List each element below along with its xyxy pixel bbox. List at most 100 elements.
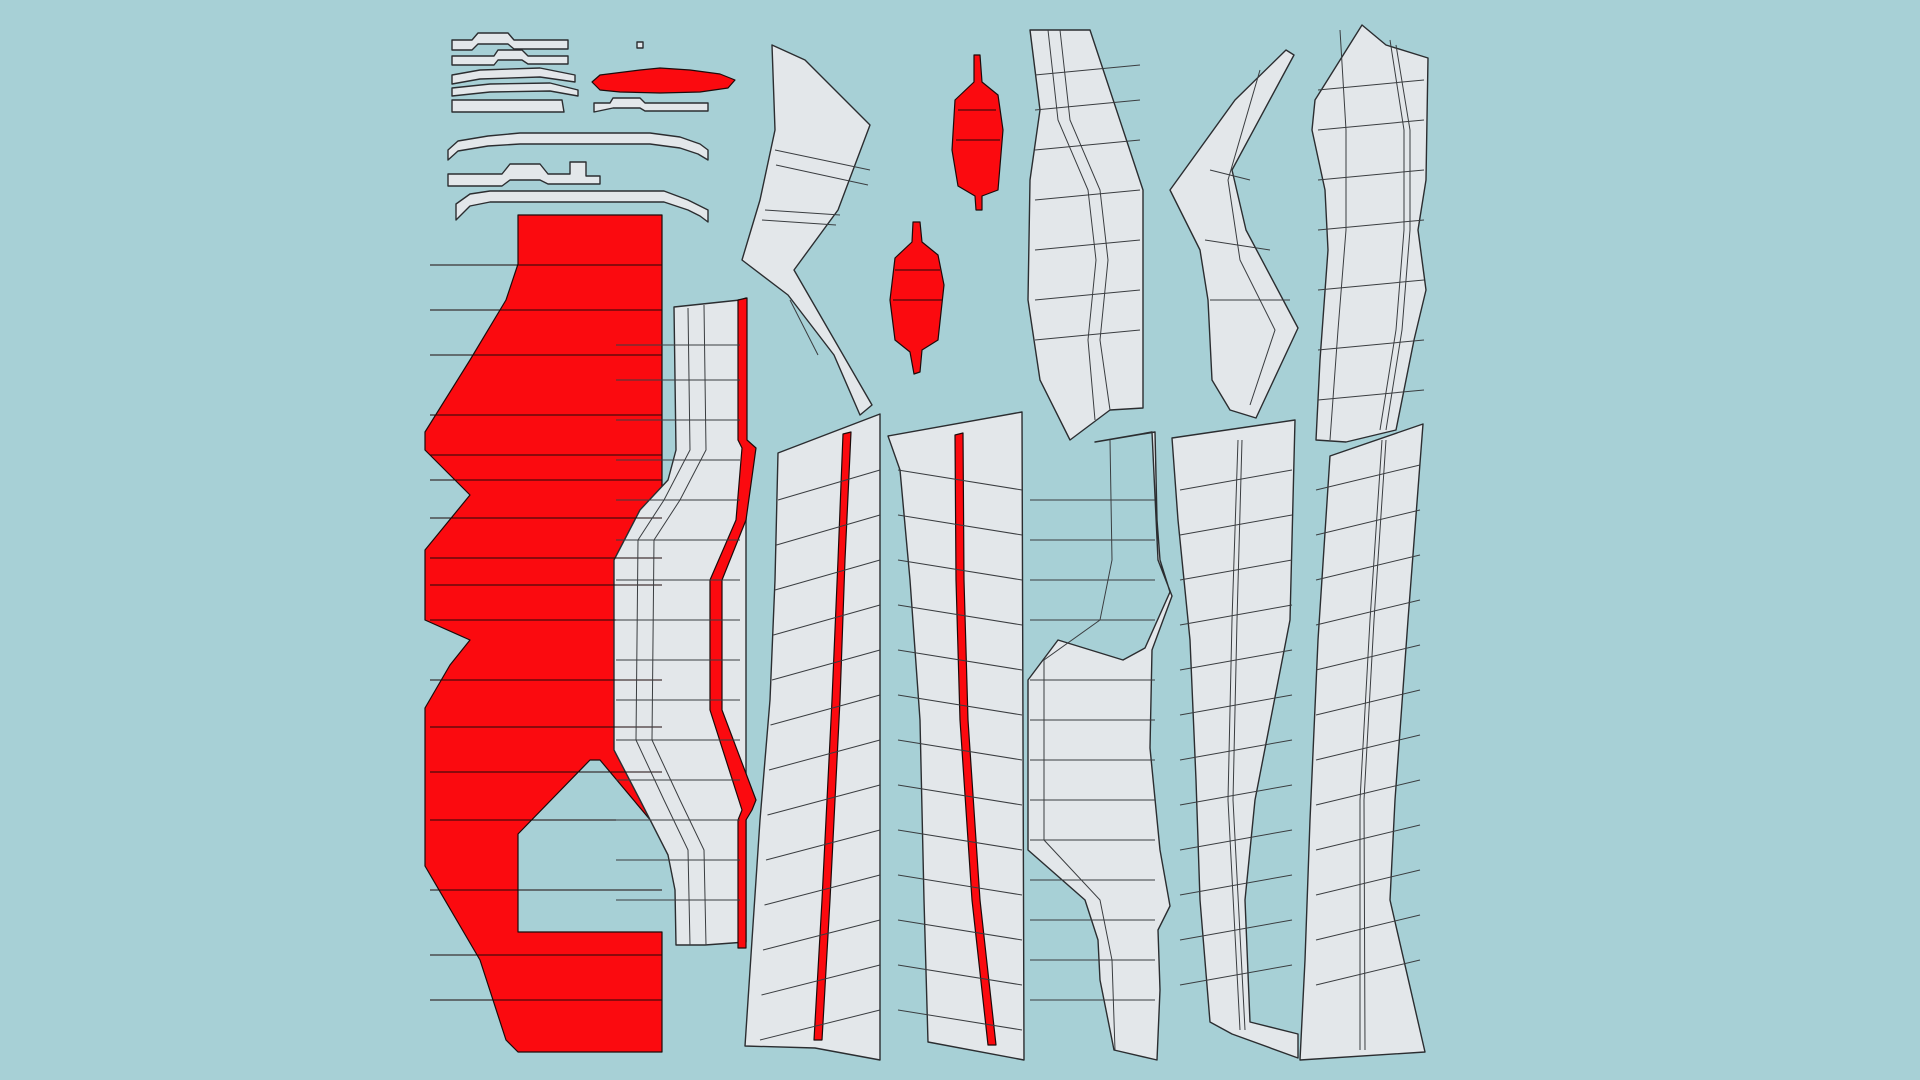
- small-strip-group: [447, 32, 709, 223]
- uv-island-column-3[interactable]: [887, 411, 1025, 1061]
- uv-edge-loop: [651, 304, 707, 946]
- uv-edge: [1179, 559, 1293, 581]
- uv-edge: [1315, 959, 1421, 986]
- uv-edge: [1315, 554, 1421, 581]
- uv-edge: [897, 964, 1023, 986]
- uv-edge: [1034, 329, 1141, 341]
- uv-edge: [1315, 464, 1421, 491]
- uv-edge: [1179, 919, 1293, 941]
- uv-edge-loop: [1363, 439, 1387, 1051]
- uv-island-bracket-left[interactable]: [741, 44, 873, 416]
- uv-edge: [762, 919, 881, 951]
- uv-island-strip-8[interactable]: [455, 190, 709, 223]
- uv-edge: [789, 299, 819, 356]
- uv-edge: [773, 604, 881, 636]
- uv-island-tiny[interactable]: [636, 41, 644, 49]
- uv-island-bracket-right[interactable]: [1169, 49, 1299, 419]
- uv-edge: [771, 649, 881, 681]
- uv-edge: [897, 604, 1023, 626]
- uv-edge: [774, 559, 881, 591]
- uv-edge: [1315, 509, 1421, 536]
- uv-edge: [1179, 964, 1293, 986]
- uv-edge: [1034, 239, 1141, 251]
- uv-island-strip-3[interactable]: [451, 67, 576, 85]
- uv-edge: [1179, 829, 1293, 851]
- uv-edge: [1034, 99, 1141, 111]
- uv-edge: [1179, 784, 1293, 806]
- uv-island-selected-fin-1[interactable]: [951, 54, 1004, 211]
- uv-edge: [897, 919, 1023, 941]
- uv-edge: [759, 1009, 881, 1041]
- uv-island-column-5[interactable]: [1171, 419, 1299, 1059]
- uv-island-column-2[interactable]: [744, 413, 881, 1061]
- uv-selected-seam-2[interactable]: [813, 431, 852, 1041]
- uv-edge-loop: [1385, 44, 1411, 431]
- uv-edge: [1317, 219, 1425, 231]
- uv-selected-edge-strip-1[interactable]: [709, 297, 757, 949]
- uv-edge: [774, 149, 871, 171]
- uv-edge: [897, 649, 1023, 671]
- uv-island-tall-right[interactable]: [1311, 24, 1429, 443]
- uv-edge: [770, 694, 881, 726]
- uv-edge: [897, 469, 1023, 491]
- uv-edge: [1179, 874, 1293, 896]
- uv-edge: [1315, 779, 1421, 806]
- uv-edge: [1317, 169, 1425, 181]
- uv-island-long-bar[interactable]: [447, 132, 709, 161]
- uv-edge-loop: [1232, 439, 1246, 1031]
- uv-edge: [777, 469, 881, 501]
- uv-island-strip-5[interactable]: [451, 99, 565, 113]
- uv-selected-seam-3[interactable]: [954, 432, 997, 1046]
- uv-island-column-6[interactable]: [1299, 423, 1426, 1061]
- uv-edge: [1179, 739, 1293, 761]
- uv-edge: [1179, 604, 1293, 626]
- uv-edge: [1317, 79, 1425, 91]
- uv-edge-loop: [1227, 439, 1241, 1031]
- uv-edge: [897, 739, 1023, 761]
- uv-island-strip-6[interactable]: [593, 97, 709, 113]
- uv-wireframe: [430, 29, 1425, 1051]
- uv-edge: [1179, 469, 1293, 491]
- uv-island-strip-2[interactable]: [451, 49, 569, 66]
- uv-island-column-4[interactable]: [1027, 431, 1173, 1061]
- uv-edge: [761, 964, 881, 996]
- uv-edge-loop: [635, 307, 691, 946]
- uv-edge: [764, 874, 881, 906]
- uv-edge: [897, 874, 1023, 896]
- uv-edge: [897, 559, 1023, 581]
- uv-edge: [1179, 694, 1293, 716]
- uv-edge-loop: [1047, 29, 1097, 421]
- uv-edge: [1034, 189, 1141, 201]
- uv-edge: [761, 219, 837, 226]
- uv-edge: [897, 829, 1023, 851]
- uv-edge: [764, 209, 841, 216]
- uv-island-selected-large[interactable]: [424, 214, 663, 1053]
- uv-edge: [776, 514, 881, 546]
- uv-edge: [1317, 389, 1425, 401]
- uv-edge-loop: [1043, 439, 1116, 1051]
- uv-edge: [1315, 689, 1421, 716]
- uv-island-strip-1[interactable]: [451, 32, 569, 51]
- uv-edge: [1315, 824, 1421, 851]
- uv-edge: [897, 784, 1023, 806]
- uv-island-strip-4[interactable]: [451, 82, 579, 97]
- uv-edge: [1179, 514, 1293, 536]
- uv-edge: [897, 1009, 1023, 1031]
- uv-edge: [1034, 289, 1141, 301]
- uv-edge: [1034, 139, 1141, 151]
- uv-edge-loop: [1227, 69, 1276, 406]
- uv-edge: [1315, 734, 1421, 761]
- uv-edge-loop: [1329, 29, 1347, 441]
- uv-island-selected-small[interactable]: [591, 67, 736, 94]
- uv-edge: [1317, 339, 1425, 351]
- uv-edge: [768, 739, 881, 771]
- uv-edge: [765, 829, 881, 861]
- uv-edge-loop: [1379, 39, 1405, 431]
- uv-island-strip-7[interactable]: [447, 161, 601, 187]
- uv-edge-loop: [1059, 29, 1111, 411]
- uv-island-selected-fin-2[interactable]: [889, 221, 945, 375]
- uv-edge: [1315, 599, 1421, 626]
- uv-edge: [775, 164, 869, 186]
